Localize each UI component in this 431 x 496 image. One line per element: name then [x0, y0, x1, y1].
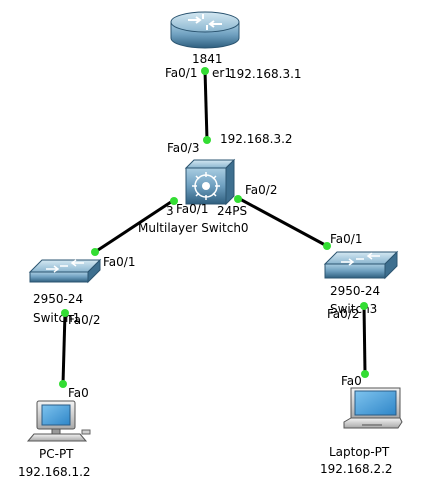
mls-uplink-ip-label: 192.168.3.2 [220, 132, 293, 146]
router-name-fragment: er1 [212, 66, 232, 80]
link-mls-switch3[interactable] [237, 196, 328, 248]
port-status-light [234, 195, 242, 203]
mls-device[interactable]: 3 24PS Multilayer Switch0 [138, 158, 249, 235]
port-status-light [360, 302, 368, 310]
switch3-model-label: 2950-24 [330, 284, 380, 298]
router-model-label: 1841 [192, 52, 223, 66]
port-status-light [59, 380, 67, 388]
laptop-port-label: Fa0 [341, 374, 362, 388]
port-status-light [61, 309, 69, 317]
mls-port-to-switch3-label: Fa0/2 [245, 183, 277, 197]
port-status-light [323, 242, 331, 250]
port-status-light [170, 197, 178, 205]
laptop-model-label: Laptop-PT [329, 445, 390, 459]
pc-device[interactable]: PC-PT 192.168.1.2 [18, 400, 91, 479]
pc-model-label: PC-PT [39, 447, 74, 461]
switch1-device[interactable]: 2950-24 Switch1 [28, 258, 102, 325]
mls-name-label: Multilayer Switch0 [138, 221, 249, 235]
switch3-device[interactable]: 2950-24 Switch3 [323, 250, 399, 316]
switch3-uplink-port-label: Fa0/1 [330, 232, 362, 246]
switch-icon [323, 250, 399, 280]
switch-icon [28, 258, 102, 284]
switch1-model-label: 2950-24 [33, 292, 83, 306]
mls-uplink-port-label: Fa0/3 [167, 141, 199, 155]
pc-port-label: Fa0 [68, 386, 89, 400]
laptop-ip-label: 192.168.2.2 [320, 462, 393, 476]
mls-model-suffix: 24PS [217, 204, 247, 218]
pc-ip-label: 192.168.1.2 [18, 465, 91, 479]
router-ip-label: 192.168.3.1 [229, 67, 302, 81]
port-status-light [91, 248, 99, 256]
laptop-icon [343, 387, 403, 429]
router-device[interactable]: 1841 er1 [170, 11, 240, 80]
router-icon [170, 11, 240, 49]
link-router-mls[interactable] [203, 69, 209, 141]
port-status-light [201, 67, 209, 75]
port-labels: Fa0/1 192.168.3.1 Fa0/3 192.168.3.2 Fa0/… [68, 66, 362, 400]
link-switch1-pc[interactable] [61, 312, 67, 385]
link-switch3-laptop[interactable] [362, 304, 367, 374]
laptop-device[interactable]: Laptop-PT 192.168.2.2 [320, 387, 403, 476]
port-status-light [361, 370, 369, 378]
mls-model-fragment: 3 [166, 204, 174, 218]
pc-icon [26, 400, 91, 442]
switch3-downlink-port-label: Fa0/2 [327, 307, 359, 321]
multilayer-switch-icon [184, 158, 236, 206]
switch1-uplink-port-label: Fa0/1 [103, 255, 135, 269]
router-port-label: Fa0/1 [165, 66, 197, 80]
port-status-light [203, 136, 211, 144]
links [61, 69, 367, 385]
mls-port-to-switch1-label: Fa0/1 [176, 202, 208, 216]
port-indicators [59, 67, 369, 388]
link-mls-switch1[interactable] [94, 198, 175, 254]
switch1-downlink-port-label: Fa0/2 [68, 313, 100, 327]
